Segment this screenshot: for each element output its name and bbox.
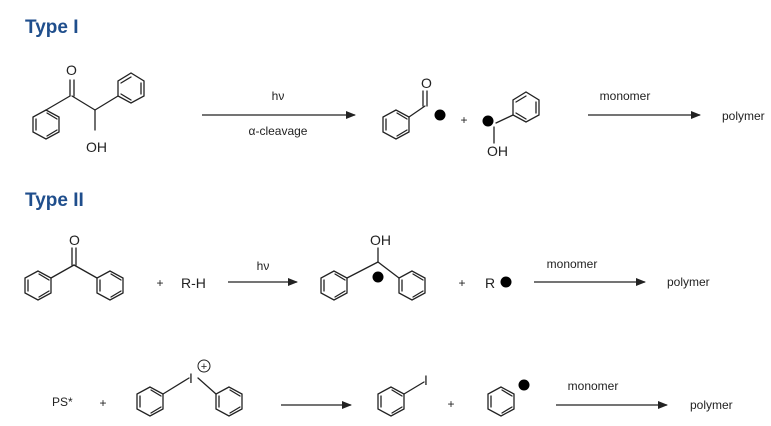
charge-sign: + bbox=[201, 361, 207, 373]
oxygen-atom-label: O bbox=[66, 62, 77, 78]
benzene-ring bbox=[398, 270, 426, 301]
hv-label: hν bbox=[257, 259, 270, 273]
benzene-ring bbox=[136, 386, 164, 417]
hv-label: hν bbox=[272, 89, 285, 103]
benzoin-molecule: O OH bbox=[32, 62, 145, 155]
iodine-atom-label: I bbox=[424, 372, 428, 388]
benzene-ring bbox=[117, 72, 145, 104]
monomer-label: monomer bbox=[547, 257, 598, 271]
radical-dot bbox=[482, 115, 494, 127]
plus-sign: + bbox=[156, 276, 163, 290]
phenyl-radical bbox=[487, 379, 530, 417]
hydroxyl-label: OH bbox=[86, 139, 107, 155]
hydroxyl-label: OH bbox=[370, 232, 391, 248]
radical-dot bbox=[518, 379, 530, 391]
photosensitizer-label: PS* bbox=[52, 395, 73, 409]
benzophenone-molecule: O bbox=[24, 232, 124, 301]
benzene-ring bbox=[487, 386, 515, 417]
radical-dot bbox=[434, 109, 446, 121]
plus-sign: + bbox=[99, 396, 106, 410]
monomer-label: monomer bbox=[600, 89, 651, 103]
polymer-label: polymer bbox=[722, 109, 765, 123]
ketyl-radical: OH bbox=[320, 232, 426, 301]
plus-sign: + bbox=[458, 276, 465, 290]
oxygen-atom-label: O bbox=[69, 232, 80, 248]
radical-dot bbox=[372, 271, 384, 283]
plus-sign: + bbox=[447, 397, 454, 411]
benzene-ring bbox=[320, 270, 348, 301]
polymer-label: polymer bbox=[690, 398, 733, 412]
heading-type-1: Type I bbox=[25, 17, 79, 38]
benzene-ring bbox=[96, 270, 124, 301]
radical-dot bbox=[500, 276, 512, 288]
benzoyl-radical: O bbox=[382, 75, 446, 140]
benzene-ring bbox=[24, 270, 52, 301]
alpha-cleavage-label: α-cleavage bbox=[249, 124, 308, 138]
oxygen-atom-label: O bbox=[421, 75, 432, 91]
polymer-label: polymer bbox=[667, 275, 710, 289]
hydroxyl-label: OH bbox=[487, 143, 508, 159]
plus-sign: + bbox=[460, 113, 467, 127]
positive-charge bbox=[197, 359, 211, 373]
heading-type-2: Type II bbox=[25, 190, 84, 211]
hydrogen-donor-label: R-H bbox=[181, 275, 206, 291]
benzene-ring bbox=[512, 91, 540, 123]
monomer-label: monomer bbox=[568, 379, 619, 393]
benzene-ring bbox=[32, 109, 60, 140]
diphenyliodonium-cation: I + bbox=[136, 359, 243, 417]
r-radical-label: R bbox=[485, 275, 495, 291]
hydroxybenzyl-radical: OH bbox=[482, 91, 540, 159]
benzene-ring bbox=[215, 386, 243, 417]
benzene-ring bbox=[382, 109, 410, 140]
iodobenzene-molecule: I bbox=[377, 372, 428, 417]
benzene-ring bbox=[377, 386, 405, 417]
iodine-atom-label: I bbox=[189, 370, 193, 386]
